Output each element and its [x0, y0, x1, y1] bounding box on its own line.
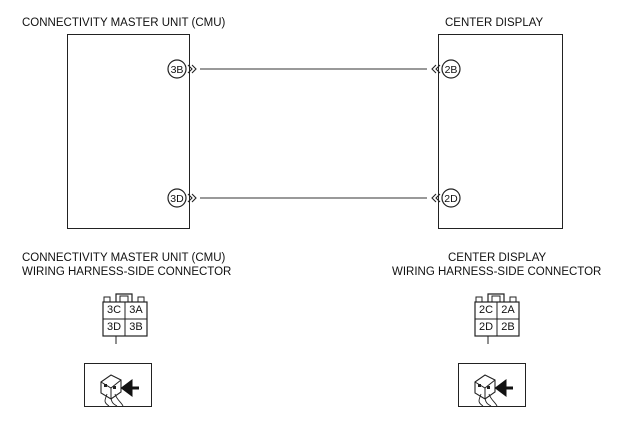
cmu-cell-3a: 3A: [129, 304, 143, 316]
connector-arrow-icon: [187, 64, 197, 74]
cmu-connector-title-line1: CONNECTIVITY MASTER UNIT (CMU): [22, 252, 226, 264]
display-connector-title-line2: WIRING HARNESS-SIDE CONNECTOR: [392, 266, 602, 278]
cmu-pin-3b: 3B: [167, 59, 197, 79]
arrow-icon: [494, 379, 513, 397]
display-connector-title-line1: CENTER DISPLAY: [448, 252, 547, 264]
display-cell-2c: 2C: [478, 304, 494, 316]
cmu-cell-3c: 3C: [106, 304, 122, 316]
connector-arrow-icon: [431, 64, 441, 74]
display-pin-2b: 2B: [431, 59, 461, 79]
connector-arrow-icon: [431, 193, 441, 203]
harness-side-view-icon: [100, 374, 139, 407]
cmu-harness-view-box: [84, 363, 152, 407]
cmu-connector-title-line2: WIRING HARNESS-SIDE CONNECTOR: [22, 266, 232, 278]
display-cell-2d: 2D: [478, 321, 494, 333]
display-cell-2b: 2B: [501, 321, 515, 333]
display-pin-2d: 2D: [431, 188, 461, 208]
display-pin-2b-label: 2B: [445, 64, 458, 76]
cmu-pin-3d: 3D: [167, 188, 197, 208]
cmu-cell-3b: 3B: [129, 321, 143, 333]
center-display-title: CENTER DISPLAY: [445, 17, 544, 29]
arrow-icon: [120, 379, 139, 397]
connector-outline-icon: [102, 293, 148, 344]
cmu-cell-3d: 3D: [106, 321, 122, 333]
connector-arrow-icon: [187, 193, 197, 203]
cmu-harness-connector: 3C 3A 3D 3B: [102, 292, 150, 348]
cmu-pin-3d-label: 3D: [170, 193, 184, 205]
display-harness-connector: 2C 2A 2D 2B: [474, 292, 522, 348]
cmu-pin-3b-label: 3B: [171, 64, 184, 76]
display-pin-2d-label: 2D: [444, 193, 458, 205]
cmu-title: CONNECTIVITY MASTER UNIT (CMU): [22, 17, 226, 29]
display-cell-2a: 2A: [501, 304, 515, 316]
display-harness-view-box: [458, 363, 526, 407]
connector-outline-icon: [474, 293, 520, 344]
harness-side-view-icon: [474, 374, 513, 407]
